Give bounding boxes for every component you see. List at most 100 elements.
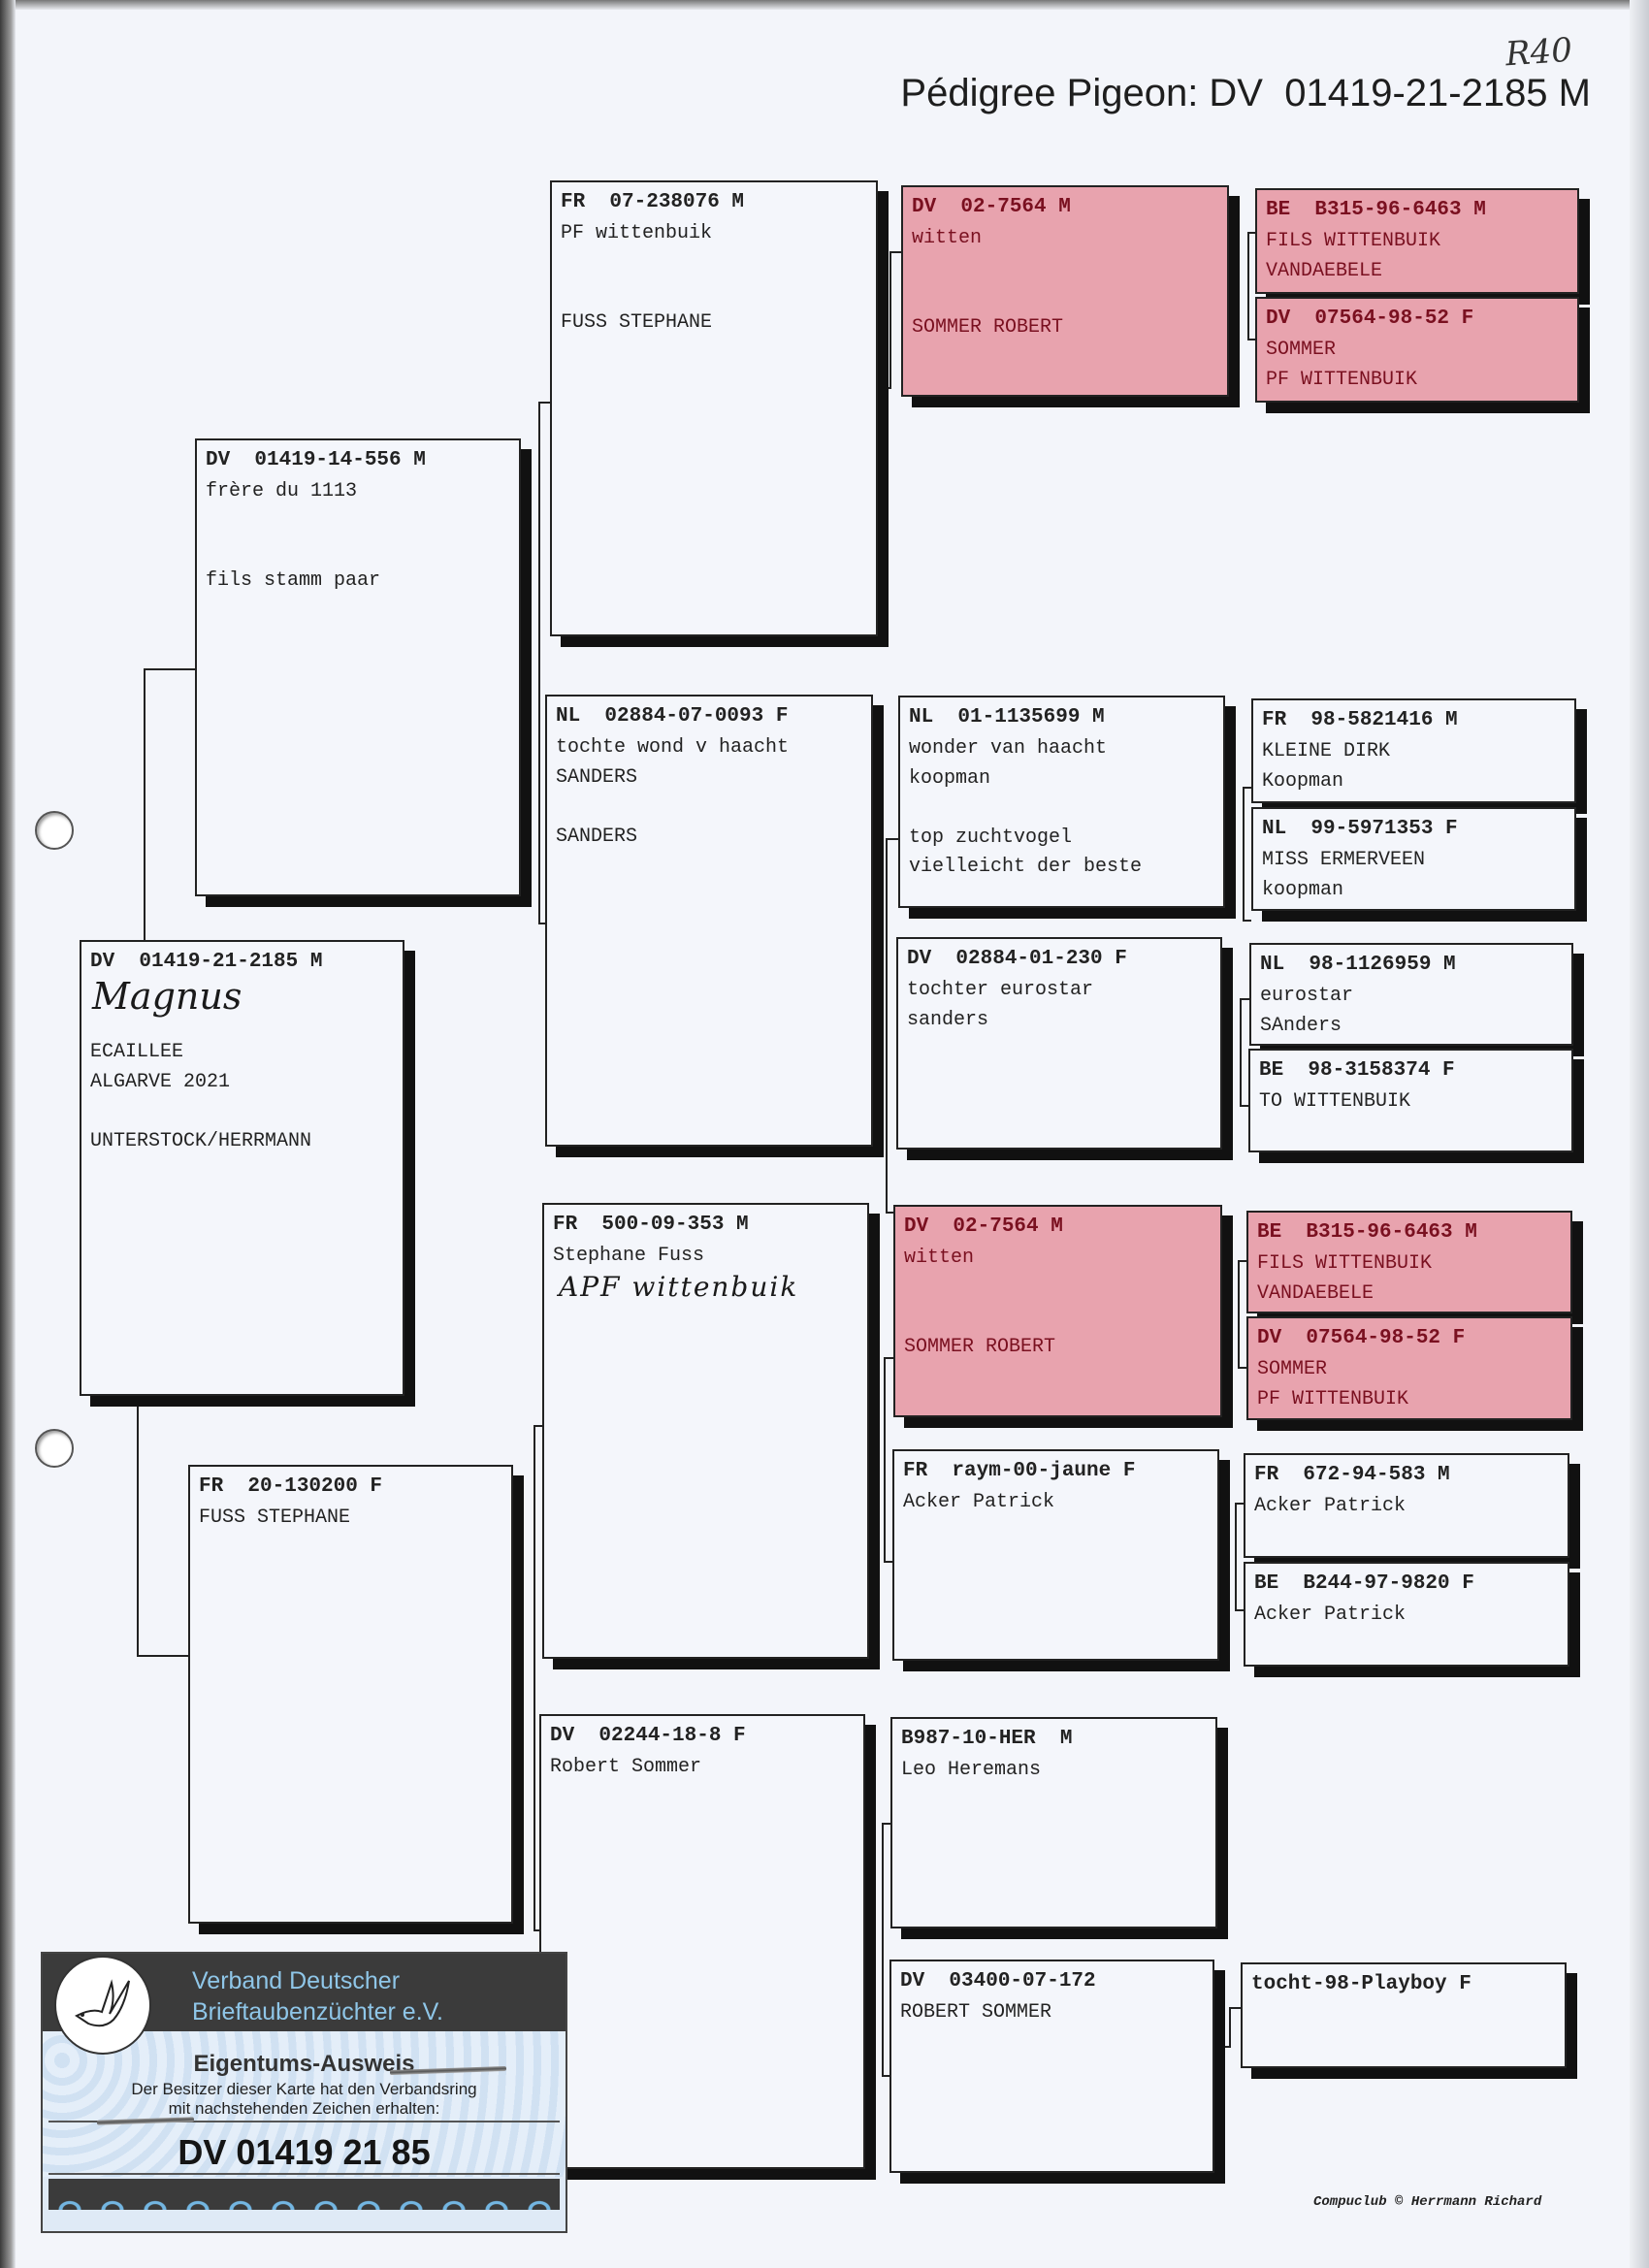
ring-number: tocht-98-Playboy F: [1251, 1973, 1471, 1995]
bird-info-line: FILS WITTENBUIK: [1266, 230, 1441, 252]
bird-info-line: Robert Sommer: [550, 1756, 702, 1778]
bird-info-line: SOMMER: [1266, 339, 1337, 361]
bird-info-line: VANDAEBELE: [1266, 259, 1383, 282]
connector-sds-parents: [1243, 787, 1251, 922]
card-pattern-band: [48, 2179, 560, 2210]
scan-edge: [0, 0, 1649, 10]
ring-number: DV 01419-21-2185 M: [90, 951, 323, 973]
divider: [48, 2121, 560, 2122]
connector-subject-dam: [137, 1396, 188, 1657]
ring-number: BE B244-97-9820 F: [1254, 1572, 1474, 1595]
bird-info-line: [90, 1097, 394, 1127]
bird-info-line: SOMMER ROBERT: [912, 315, 1064, 339]
bird-info-line: Koopman: [1262, 769, 1344, 793]
bird-info-line: TO WITTENBUIK: [1259, 1090, 1411, 1113]
bird-info-line: frère du 1113: [206, 480, 358, 502]
bird-info-line: Leo Heremans: [901, 1759, 1042, 1781]
bird-info-line: Stephane Fuss: [553, 1245, 705, 1267]
bird-info-line: [904, 1303, 1212, 1333]
bird-info-line: SANDERS: [556, 825, 638, 848]
bird-info-line: [912, 283, 1218, 313]
card-org-line1: Verband Deutscher: [192, 1967, 401, 1994]
card-text-line2: mit nachstehenden Zeichen erhalten:: [168, 2099, 440, 2118]
bird-info-line: ALGARVE 2021: [90, 1070, 231, 1093]
connector-sd-parents: [886, 838, 898, 1214]
bird-info-line: PF WITTENBUIK: [1266, 368, 1418, 391]
pedigree-box-sire: DV 01419-14-556 M frère du 1113 fils stamm…: [195, 438, 521, 896]
card-background-pattern: [43, 2031, 566, 2177]
ring-number: DV 02884-01-230 F: [907, 948, 1127, 970]
bird-info-line: tochter eurostar: [907, 979, 1094, 1001]
handwritten-name: Magnus: [92, 975, 242, 1018]
pedigree-box-ds: FR 500-09-353 M Stephane Fuss: [542, 1203, 869, 1659]
punch-hole: [35, 1429, 74, 1468]
connector-sdd-parents: [1240, 998, 1249, 1107]
bird-info-line: koopman: [1262, 878, 1344, 901]
bird-info-line: [206, 536, 510, 567]
bird-info-line: FUSS STEPHANE: [199, 1507, 351, 1529]
ring-number: FR 672-94-583 M: [1254, 1464, 1450, 1486]
bird-info-line: top zuchtvogel: [909, 826, 1073, 849]
connector-dd-parents: [882, 1823, 890, 2077]
ring-number: FR 07-238076 M: [561, 191, 745, 213]
ring-number: DV 01419-14-556 M: [206, 449, 426, 471]
ring-number: DV 02-7564 M: [912, 196, 1071, 218]
card-org-line2: Brieftaubenzüchter e.V.: [192, 1998, 443, 2025]
bird-info-line: [206, 507, 510, 537]
pedigree-box-sssd: DV 07564-98-52 F SOMMER PF WITTENBUIK: [1255, 297, 1579, 403]
bird-info-line: fils stamm paar: [206, 568, 381, 592]
ring-number: NL 98-1126959 M: [1260, 954, 1456, 976]
connector-ss-parent: [878, 251, 901, 389]
pedigree-box-sdsd: NL 99-5971353 F MISS ERMERVEEN koopman: [1251, 807, 1576, 911]
bird-info-line: ROBERT SOMMER: [900, 2001, 1052, 2024]
ring-number: FR 20-130200 F: [199, 1475, 383, 1498]
ring-number: BE B315-96-6463 M: [1266, 199, 1486, 221]
bird-info-line: [556, 793, 862, 823]
bird-info-line: Acker Patrick: [903, 1491, 1055, 1513]
ring-number: NL 02884-07-0093 F: [556, 705, 789, 728]
bird-info-line: sanders: [907, 1008, 989, 1031]
ring-number: DV 07564-98-52 F: [1266, 308, 1474, 330]
bird-info-line: [561, 278, 867, 308]
connector-dss-parents: [1238, 1260, 1246, 1369]
ring-number: NL 99-5971353 F: [1262, 818, 1458, 840]
bird-info-line: Acker Patrick: [1254, 1604, 1406, 1626]
bird-info-line: [904, 1274, 1212, 1304]
pedigree-box-dsdd: BE B244-97-9820 F Acker Patrick: [1244, 1562, 1569, 1667]
ring-number: NL 01-1135699 M: [909, 706, 1105, 729]
divider: [48, 2173, 560, 2175]
card-text-line1: Der Besitzer dieser Karte hat den Verban…: [131, 2080, 477, 2098]
connector-sire-parents: [538, 402, 550, 924]
connector-dam-parents: [534, 1425, 542, 1931]
bird-info-line: eurostar: [1260, 985, 1354, 1007]
footer-credit: Compuclub © Herrmann Richard: [1313, 2194, 1542, 2210]
bird-info-line: witten: [912, 227, 983, 249]
bird-info-line: wonder van haacht: [909, 737, 1108, 760]
bird-info-line: FUSS STEPHANE: [561, 310, 713, 334]
bird-info-line: VANDAEBELE: [1257, 1281, 1374, 1305]
ring-number: BE B315-96-6463 M: [1257, 1221, 1477, 1244]
bird-info-line: MISS ERMERVEEN: [1262, 849, 1426, 871]
ring-number: FR 98-5821416 M: [1262, 709, 1458, 731]
bird-info-line: ECAILLEE: [90, 1041, 184, 1063]
bird-info-line: SOMMER: [1257, 1358, 1328, 1380]
handwritten-note: APF wittenbuik: [559, 1271, 799, 1303]
ring-number: DV 02-7564 M: [904, 1215, 1063, 1238]
bird-info-line: [909, 794, 1214, 824]
scan-edge: [1630, 0, 1649, 2268]
ring-number: FR 500-09-353 M: [553, 1214, 749, 1236]
bird-info-line: PF WITTENBUIK: [1257, 1387, 1409, 1410]
